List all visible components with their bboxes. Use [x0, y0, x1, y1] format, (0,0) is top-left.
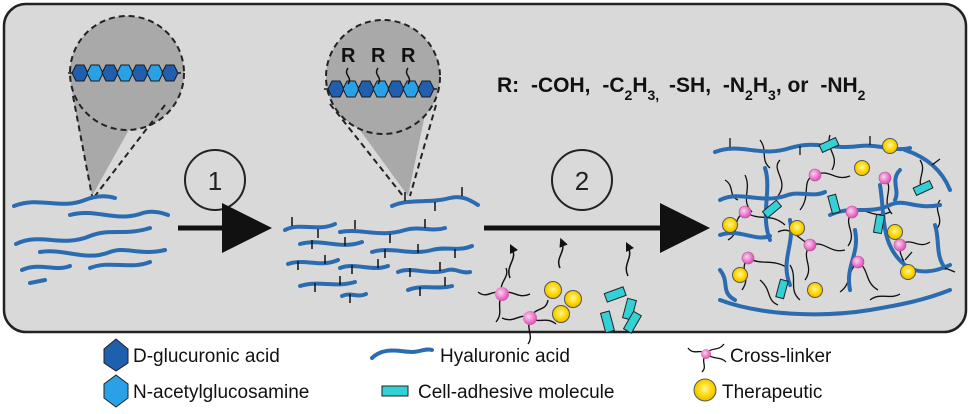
- zoom-bubble-modified: [325, 19, 441, 197]
- modified-ha-chains: [283, 195, 480, 298]
- legend-item-therapeutic: Therapeutic: [693, 378, 822, 403]
- ha-disaccharide-chain: [68, 64, 181, 82]
- d-glucuronic-unit: [101, 64, 119, 82]
- step-1-marker: 1: [184, 149, 246, 211]
- modified-ha-ticks: [291, 187, 463, 303]
- d-glucuronic-icon: [103, 338, 129, 372]
- step-2-marker: 2: [551, 149, 613, 211]
- d-glucuronic-unit: [161, 64, 179, 82]
- r-pendants: [345, 67, 411, 85]
- cell-adhesive-icon: [381, 385, 409, 397]
- hyaluronic-chain-icon: [370, 347, 434, 360]
- therapeutic-icon: [693, 378, 717, 402]
- cross-linker-icon: [687, 343, 727, 373]
- legend-label-d-glucuronic: D-glucuronic acid: [133, 346, 280, 367]
- d-glucuronic-unit: [131, 64, 149, 82]
- legend-label-n-acetyl: N-acetylglucosamine: [133, 382, 309, 403]
- cell-adhesive-molecules: [599, 286, 643, 334]
- r-marker-3: R: [401, 45, 416, 67]
- n-acetylglucosamine-unit: [372, 80, 390, 98]
- legend-item-cell-adhesive: Cell-adhesive molecule: [381, 382, 614, 403]
- step-1-label: 1: [208, 166, 222, 196]
- legend: D-glucuronic acid N-acetylglucosamine Hy…: [103, 338, 832, 408]
- r-marker-2: R: [371, 45, 386, 67]
- cross-linker-molecules: [477, 267, 557, 345]
- step-2-label: 2: [575, 166, 589, 196]
- r-marker-1: R: [341, 45, 356, 67]
- legend-item-hyaluronic: Hyaluronic acid: [370, 346, 570, 367]
- ha-modified-chain: [324, 80, 437, 98]
- native-ha-chains: [12, 194, 170, 285]
- legend-item-n-acetyl: N-acetylglucosamine: [103, 374, 309, 408]
- therapeutic-molecules: [544, 281, 582, 323]
- d-glucuronic-unit: [387, 80, 405, 98]
- legend-label-therapeutic: Therapeutic: [722, 382, 822, 403]
- d-glucuronic-unit: [417, 80, 435, 98]
- d-glucuronic-unit: [327, 80, 345, 98]
- n-acetylglucosamine-icon: [103, 374, 129, 408]
- legend-item-d-glucuronic: D-glucuronic acid: [103, 338, 280, 372]
- hydrogel-network: [713, 134, 956, 317]
- n-acetylglucosamine-unit: [86, 64, 104, 82]
- additive-arrows: [508, 237, 635, 279]
- r-group-list: R: -COH, -C2H3, -SH, -N2H3, or -NH2: [497, 74, 866, 103]
- legend-label-cross-linker: Cross-linker: [730, 346, 832, 367]
- n-acetylglucosamine-unit: [342, 80, 360, 98]
- n-acetylglucosamine-unit: [402, 80, 420, 98]
- legend-label-hyaluronic: Hyaluronic acid: [440, 346, 570, 367]
- d-glucuronic-unit: [71, 64, 89, 82]
- n-acetylglucosamine-unit: [116, 64, 134, 82]
- legend-label-cell-adhesive: Cell-adhesive molecule: [418, 382, 614, 403]
- d-glucuronic-unit: [357, 80, 375, 98]
- legend-item-cross-linker: Cross-linker: [687, 343, 832, 373]
- n-acetylglucosamine-unit: [146, 64, 164, 82]
